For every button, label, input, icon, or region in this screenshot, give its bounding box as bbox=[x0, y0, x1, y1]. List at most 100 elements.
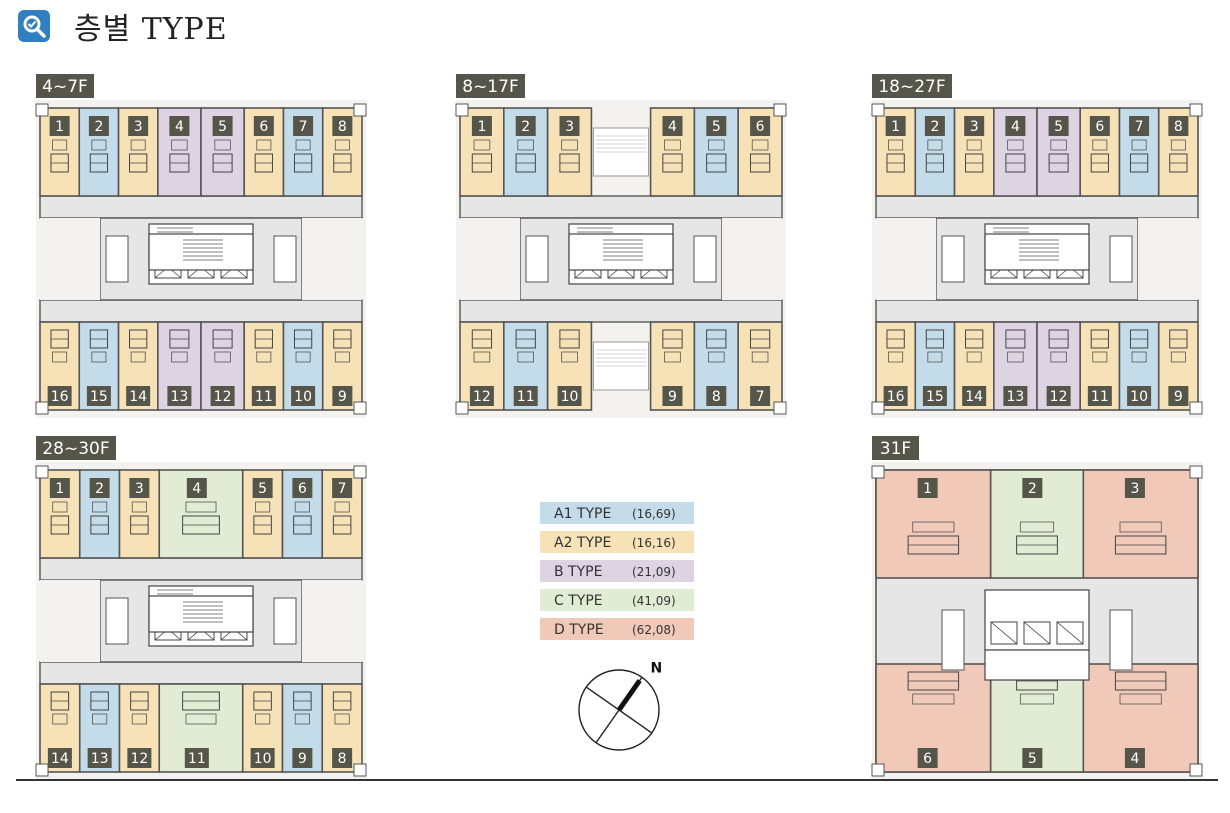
legend-area: (16,69) bbox=[632, 507, 676, 521]
kitchen-counter bbox=[473, 351, 491, 363]
kitchen-counter bbox=[1092, 351, 1108, 363]
elevator-car bbox=[1023, 621, 1051, 645]
kitchen-counter bbox=[966, 139, 982, 151]
kitchen-counter bbox=[131, 713, 147, 725]
corner-column bbox=[353, 103, 367, 117]
kitchen-counter bbox=[1119, 521, 1162, 533]
unit-number: 13 bbox=[1006, 389, 1024, 405]
shaft bbox=[105, 597, 129, 645]
unit-number-bg bbox=[706, 116, 727, 136]
corner-column bbox=[871, 401, 885, 415]
unit-number-bg bbox=[1022, 478, 1043, 498]
kitchen-counter bbox=[214, 139, 231, 151]
unit-number: 9 bbox=[668, 389, 677, 405]
kitchen-counter bbox=[52, 501, 68, 513]
unit-number-bg bbox=[513, 386, 538, 406]
unit-number: 11 bbox=[1091, 389, 1109, 405]
unit-number: 3 bbox=[134, 119, 143, 135]
kitchen-counter bbox=[751, 351, 769, 363]
page-header: 층별 TYPE bbox=[18, 6, 228, 47]
kitchen-counter bbox=[1007, 139, 1024, 151]
unit-number-bg bbox=[212, 116, 233, 136]
legend-type-name: C TYPE bbox=[554, 593, 603, 609]
unit-number: 4 bbox=[1130, 751, 1139, 767]
kitchen-counter bbox=[1050, 139, 1067, 151]
unit-number: 1 bbox=[891, 119, 900, 135]
unit-number: 8 bbox=[338, 751, 347, 767]
kitchen-counter bbox=[1007, 351, 1024, 363]
unit-number-bg bbox=[1129, 116, 1150, 136]
unit-number-bg bbox=[750, 386, 771, 406]
unit-number: 4 bbox=[192, 481, 201, 497]
unit-number-bg bbox=[251, 386, 276, 406]
kitchen-counter bbox=[664, 139, 681, 151]
kitchen-counter bbox=[92, 501, 108, 513]
floor-label: 8~17F bbox=[462, 77, 518, 97]
unit-number: 3 bbox=[565, 119, 574, 135]
floor-label: 31F bbox=[880, 439, 911, 459]
unit-number: 13 bbox=[91, 751, 109, 767]
corner-column bbox=[871, 465, 885, 479]
unit-number: 4 bbox=[175, 119, 184, 135]
kitchen-counter bbox=[256, 351, 272, 363]
kitchen-counter bbox=[334, 139, 350, 151]
shaft bbox=[525, 235, 549, 283]
kitchen-counter bbox=[927, 351, 943, 363]
unit-number-bg bbox=[184, 748, 209, 768]
corridor-top bbox=[39, 195, 363, 219]
shaft bbox=[105, 235, 129, 283]
unit-number-bg bbox=[169, 116, 190, 136]
kitchen-counter bbox=[130, 139, 146, 151]
kitchen-counter bbox=[751, 139, 769, 151]
kitchen-counter bbox=[52, 351, 68, 363]
unit-number-bg bbox=[559, 116, 580, 136]
kitchen-counter bbox=[91, 351, 107, 363]
kitchen-counter bbox=[1131, 139, 1147, 151]
legend-type-name: B TYPE bbox=[554, 564, 602, 580]
shaft bbox=[693, 235, 717, 283]
unit-number-bg bbox=[1048, 116, 1069, 136]
unit-number: 12 bbox=[130, 751, 148, 767]
unit-number: 3 bbox=[135, 481, 144, 497]
compass-needle bbox=[616, 679, 642, 712]
unit-number-bg bbox=[1087, 386, 1112, 406]
unit-number-bg bbox=[1168, 116, 1189, 136]
corridor-top bbox=[459, 195, 783, 219]
unit-number-bg bbox=[469, 386, 494, 406]
kitchen-counter bbox=[130, 351, 146, 363]
kitchen-counter bbox=[185, 713, 217, 725]
unit-number-bg bbox=[883, 386, 908, 406]
unit-number: 1 bbox=[923, 481, 932, 497]
unit-number: 11 bbox=[188, 751, 206, 767]
kitchen-counter bbox=[294, 501, 310, 513]
kitchen-counter bbox=[294, 713, 310, 725]
kitchen-counter bbox=[912, 693, 955, 705]
corridor-bottom bbox=[39, 299, 363, 323]
unit-number-bg bbox=[1089, 116, 1110, 136]
unit-number: 13 bbox=[170, 389, 188, 405]
unit-number-bg bbox=[128, 116, 149, 136]
unit-number-bg bbox=[253, 116, 274, 136]
unit-number-bg bbox=[922, 386, 947, 406]
unit-number-bg bbox=[332, 748, 353, 768]
legend-swatch-C bbox=[540, 589, 694, 611]
unit-number: 3 bbox=[1130, 481, 1139, 497]
kitchen-counter bbox=[52, 139, 68, 151]
shaft bbox=[941, 609, 965, 671]
floor-label-bg bbox=[456, 74, 525, 98]
floor-label: 18~27F bbox=[878, 77, 945, 97]
unit-number: 2 bbox=[94, 119, 103, 135]
legend-area: (21,09) bbox=[632, 565, 676, 579]
unit-number: 6 bbox=[298, 481, 307, 497]
corner-column bbox=[1189, 763, 1203, 777]
corridor-top bbox=[39, 557, 363, 581]
unit-number-bg bbox=[88, 116, 109, 136]
unit-number: 2 bbox=[95, 481, 104, 497]
unit-number: 8 bbox=[338, 119, 347, 135]
unit-number-bg bbox=[332, 386, 353, 406]
left-void bbox=[876, 218, 936, 300]
kitchen-counter bbox=[334, 501, 350, 513]
unit-number-bg bbox=[126, 386, 151, 406]
kitchen-counter bbox=[295, 139, 311, 151]
unit-number: 11 bbox=[255, 389, 273, 405]
